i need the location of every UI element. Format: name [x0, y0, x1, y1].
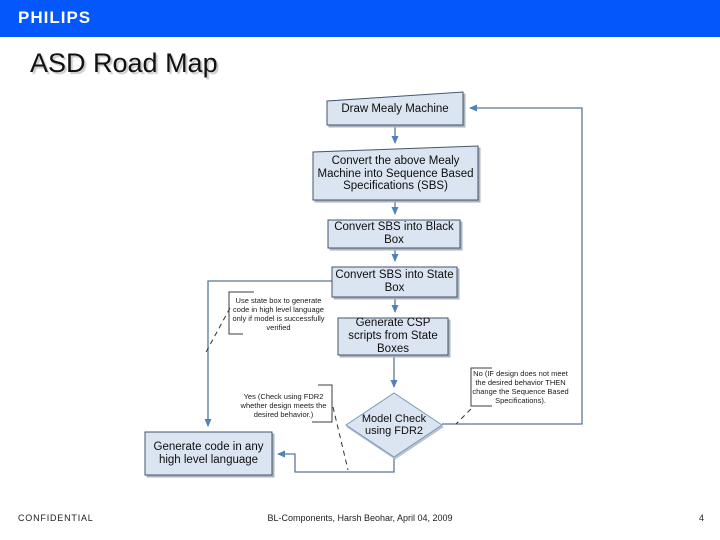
callout-state-box-note: Use state box to generate code in high l… [232, 296, 325, 332]
node-shape-convert-to-sbs [312, 145, 479, 201]
connector-yes-to-generatecode [277, 450, 395, 473]
node-shape-generate-code [144, 431, 273, 476]
node-shape-black-box [327, 219, 461, 249]
node-shape-model-check-diamond [345, 392, 443, 458]
node-convert-sbs-state-box: Convert SBS into State Box [335, 269, 454, 294]
connector-statebox-to-generatecode [204, 280, 332, 427]
bracket-no-label [470, 367, 492, 407]
footer-page-number: 4 [698, 513, 704, 523]
node-shape-state-box [331, 266, 458, 298]
node-generate-code: Generate code in any high level language [153, 440, 264, 466]
callout-no-label: No (IF design does not meet the desired … [472, 369, 569, 405]
node-shape-draw-mealy [326, 91, 464, 126]
node-shape-csp-scripts [337, 317, 449, 356]
leader-no-label [455, 408, 472, 425]
callout-yes-label: Yes (Check using FDR2 whether design mee… [240, 391, 327, 419]
page-title: ASD Road Map [30, 48, 218, 78]
leader-yes-label [332, 406, 349, 471]
node-convert-to-sbs: Convert the above Mealy Machine into Seq… [317, 154, 474, 193]
connector-no-feedback-loop [442, 104, 583, 425]
philips-logo: PHILIPS [18, 8, 92, 27]
bracket-state-box-note [228, 291, 254, 335]
leader-state-box-note [204, 307, 231, 355]
footer-credits: BL-Components, Harsh Beohar, April 04, 2… [267, 513, 453, 523]
node-model-check-fdr2: Model Check using FDR2 [361, 412, 427, 437]
bracket-yes-label [312, 384, 333, 423]
node-generate-csp-scripts: Generate CSP scripts from State Boxes [348, 317, 438, 355]
footer-confidential: CONFIDENTIAL [18, 513, 94, 523]
node-convert-sbs-black-box: Convert SBS into Black Box [334, 221, 454, 246]
brand-bar: PHILIPS [0, 0, 720, 37]
node-draw-mealy-machine: Draw Mealy Machine [341, 102, 449, 115]
